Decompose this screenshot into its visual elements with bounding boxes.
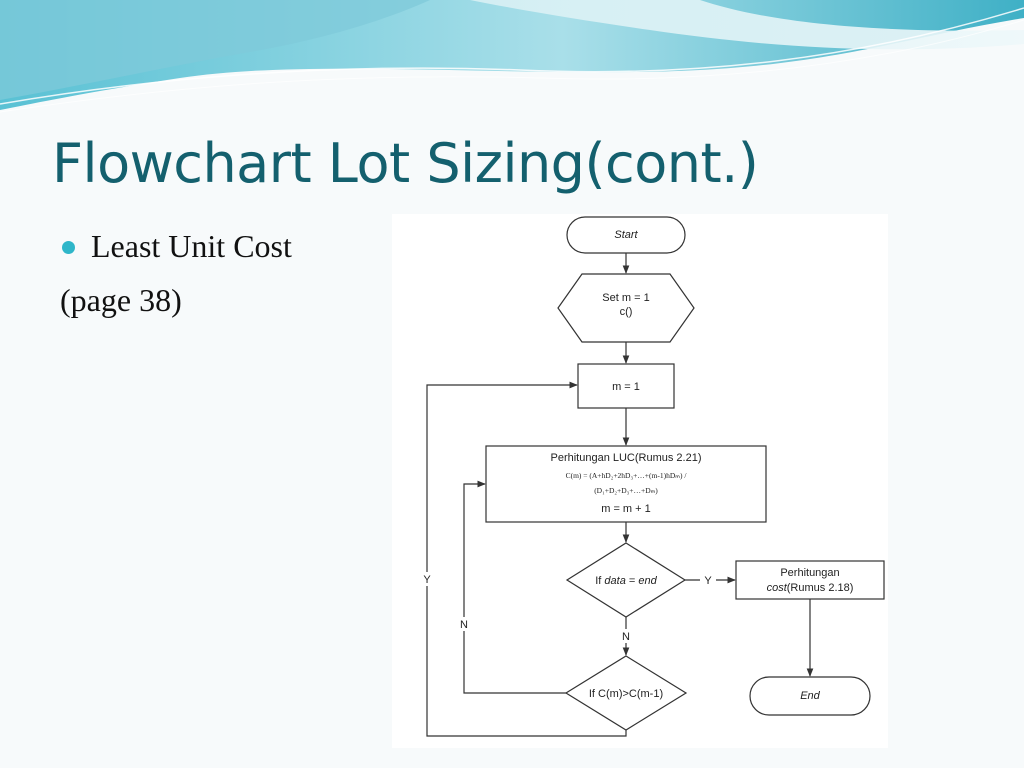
decision-cost-label: If C(m)>C(m-1) <box>589 688 663 700</box>
calc-formula-line1: C(m) = (A+hD₂+2hD₃+…+(m-1)hDₘ) / <box>566 471 688 480</box>
label-bg-n-loop <box>457 617 471 631</box>
label-y-right: Y <box>704 575 712 587</box>
label-bg-y-loop <box>420 572 434 586</box>
cost-var: cost <box>767 582 788 594</box>
cost-calculation-process <box>735 560 885 600</box>
decision-data-eq: = <box>626 575 639 587</box>
decision-data-val: end <box>638 575 657 587</box>
header-wave-decoration <box>0 0 1024 113</box>
bullet-item: Least Unit Cost <box>62 224 292 268</box>
m-reset-process <box>577 363 675 409</box>
end-label: End <box>800 690 820 702</box>
cost-line2: cost(Rumus 2.18) <box>767 582 854 594</box>
flowchart-panel: Start Set m = 1 c() m = 1 Perhitungan LU… <box>392 214 888 748</box>
label-n-loop: N <box>460 619 468 631</box>
luc-calculation-process <box>485 445 767 523</box>
set-m-line2: c() <box>620 306 633 318</box>
label-y-loop: Y <box>423 574 431 586</box>
decision-data-var: data <box>604 575 625 587</box>
set-m-line1: Set m = 1 <box>602 292 649 304</box>
cost-rest: (Rumus 2.18) <box>787 582 854 594</box>
bullet-list: Least Unit Cost (page 38) <box>60 224 292 330</box>
connector-y-loop <box>426 381 627 737</box>
label-n-down: N <box>622 631 630 643</box>
end-terminator <box>749 676 871 716</box>
calc-increment: m = m + 1 <box>601 503 651 515</box>
cost-line1: Perhitungan <box>780 567 839 579</box>
flowchart-diagram: Start Set m = 1 c() m = 1 Perhitungan LU… <box>420 216 885 737</box>
label-bg-y-right <box>700 573 716 587</box>
set-m-preparation <box>557 273 695 343</box>
calc-formula-line2: (D₁+D₂+D₃+…+Dₘ) <box>594 486 658 495</box>
m-reset-label: m = 1 <box>612 381 640 393</box>
slide-title: Flowchart Lot Sizing(cont.) <box>52 132 759 195</box>
page-reference: (page 38) <box>60 282 182 318</box>
label-bg-n-down <box>619 629 633 643</box>
calc-title: Perhitungan LUC(Rumus 2.21) <box>550 452 701 464</box>
start-label: Start <box>614 229 638 241</box>
decision-data-label: If data = end <box>595 575 657 587</box>
decision-data-prefix: If <box>595 575 604 587</box>
bullet-dot-icon <box>62 240 75 254</box>
connector-n-loop <box>463 480 566 694</box>
bullet-text: Least Unit Cost <box>91 228 292 264</box>
